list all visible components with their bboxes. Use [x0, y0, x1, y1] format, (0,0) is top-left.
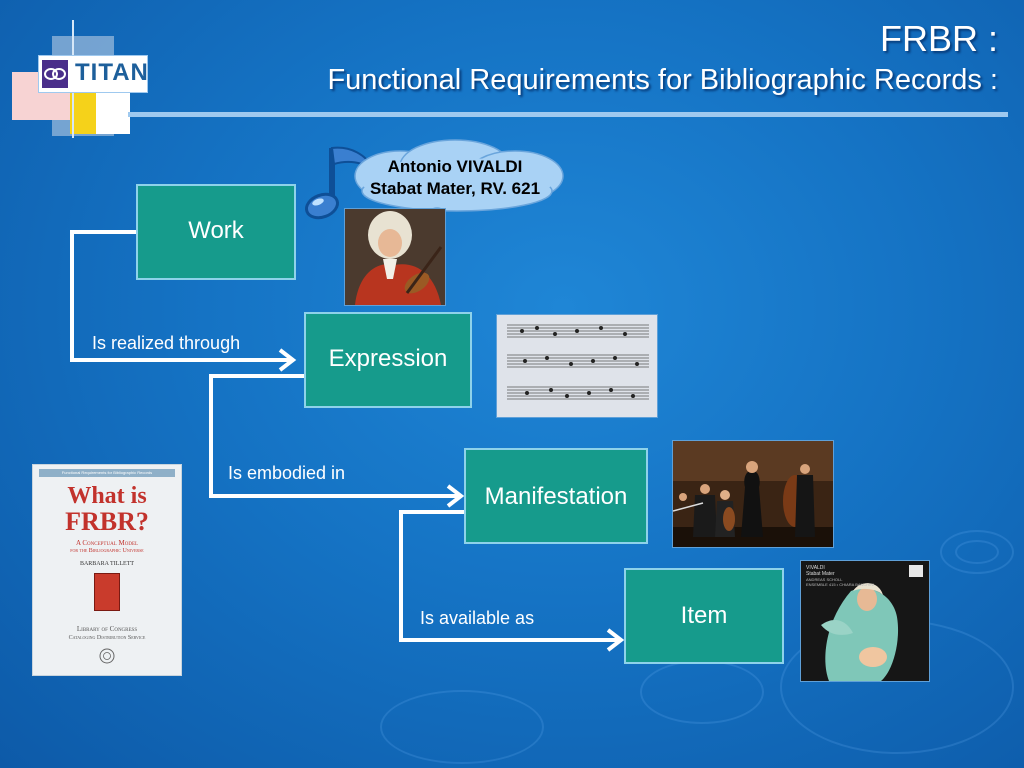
water-ripple: [940, 530, 1014, 574]
connector-expression-manifestation: [209, 374, 458, 498]
arrowhead-expression: [278, 348, 297, 372]
book-subtitle-line2: for the Bibliographic Universe: [70, 548, 144, 554]
vivaldi-portrait: [344, 208, 446, 306]
relation-embodied: Is embodied in: [228, 463, 346, 483]
slide-title: FRBR :: [879, 18, 998, 59]
entity-work: Work: [136, 184, 296, 280]
cd-composer: VIVALDI: [806, 565, 825, 571]
orchestra-photo: [672, 440, 834, 548]
cd-cover: VIVALDI Stabat Mater ANDREAS SCHOLL ENSE…: [800, 560, 930, 682]
arrowhead-item: [606, 628, 625, 652]
entity-item-label: Item: [680, 602, 728, 629]
entity-manifestation-label: Manifestation: [484, 483, 628, 510]
titan-logo-mark: [42, 60, 68, 88]
connector-work-expression: [70, 230, 290, 362]
book-title-line2: FRBR?: [65, 507, 149, 536]
titan-logo-text: TITAN: [75, 59, 149, 86]
callout-text: Antonio VIVALDI Stabat Mater, RV. 621: [355, 156, 555, 200]
entity-manifestation: Manifestation: [464, 448, 648, 544]
slide-subtitle: Functional Requirements for Bibliographi…: [327, 64, 998, 96]
book-series: Functional Requirements for Bibliographi…: [39, 469, 175, 477]
book-author: Barbara Tillett: [79, 561, 135, 567]
relation-realized: Is realized through: [92, 333, 241, 353]
relation-available: Is available as: [420, 608, 535, 628]
speech-cloud: [354, 139, 564, 231]
sheet-music-image: [496, 314, 658, 418]
book-publisher-line2: Cataloging Distribution Service: [68, 635, 146, 641]
water-ripple: [955, 540, 999, 564]
entity-item: Item: [624, 568, 784, 664]
book-publisher-line1: Library of Congress: [76, 625, 138, 633]
callout-work: Stabat Mater, RV. 621: [369, 179, 541, 198]
arrowhead-manifestation: [446, 484, 465, 508]
water-ripple: [380, 690, 544, 764]
book-subtitle-line1: A Conceptual Model: [75, 539, 139, 547]
decor-square-white: [96, 92, 130, 134]
cd-work: Stabat Mater: [806, 571, 835, 577]
callout-composer: Antonio VIVALDI: [387, 157, 523, 176]
book-title-line1: What is: [67, 483, 147, 509]
frbr-book-cover: Functional Requirements for Bibliographi…: [32, 464, 182, 676]
entity-expression-label: Expression: [328, 345, 448, 372]
title-underline: [128, 112, 1008, 117]
cd-performers-line1: ANDREAS SCHOLL: [806, 577, 843, 582]
entity-work-label: Work: [188, 217, 244, 244]
cd-performers-line2: ENSEMBLE 415 • CHIARA BANCHINI: [806, 582, 875, 587]
library-seal-icon: [99, 648, 115, 664]
connector-manifestation-item: [399, 510, 618, 642]
entity-expression: Expression: [304, 312, 472, 408]
book-cover-inset: [94, 573, 120, 611]
titan-logo: TITAN: [38, 55, 148, 93]
